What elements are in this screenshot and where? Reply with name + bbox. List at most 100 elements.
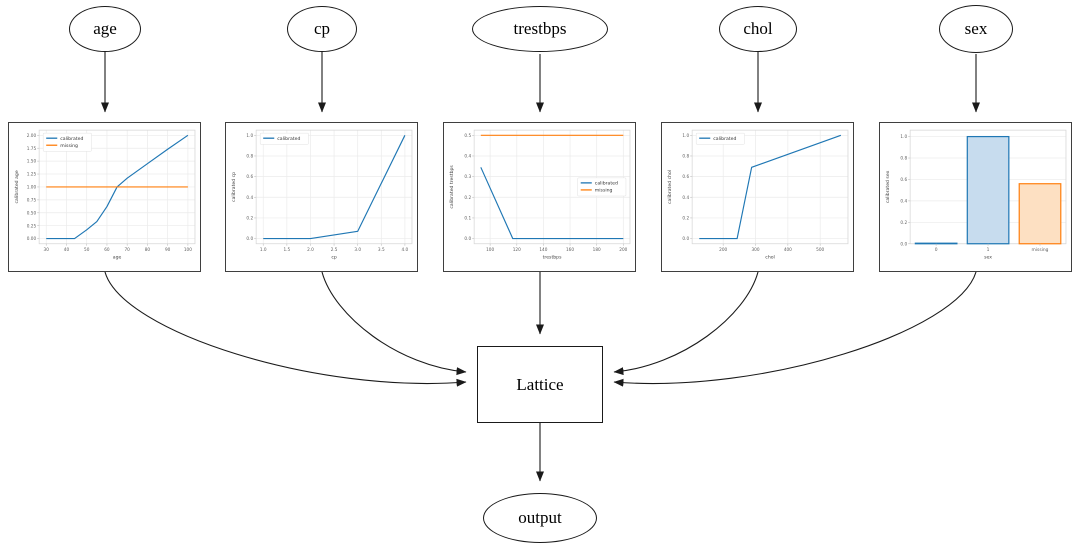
svg-text:missing: missing (595, 188, 613, 194)
svg-text:1.25: 1.25 (27, 172, 37, 177)
svg-text:30: 30 (44, 247, 50, 252)
svg-text:0.4: 0.4 (246, 195, 253, 200)
svg-text:500: 500 (816, 247, 824, 252)
svg-text:1.50: 1.50 (27, 159, 37, 164)
svg-text:0.2: 0.2 (246, 216, 253, 221)
svg-text:0.5: 0.5 (464, 133, 471, 138)
svg-text:0.4: 0.4 (682, 195, 689, 200)
node-trestbps-label: trestbps (513, 19, 567, 38)
svg-text:calibrated: calibrated (60, 136, 83, 142)
node-cp-label: cp (313, 19, 331, 38)
svg-text:0.6: 0.6 (246, 174, 253, 179)
svg-text:40: 40 (64, 247, 70, 252)
svg-text:200: 200 (619, 247, 627, 252)
svg-text:200: 200 (719, 247, 727, 252)
node-lattice: Lattice (477, 346, 603, 423)
svg-text:0.50: 0.50 (27, 210, 37, 215)
node-output-label: output (518, 508, 562, 527)
svg-text:0.4: 0.4 (900, 198, 907, 203)
svg-text:60: 60 (104, 247, 110, 252)
svg-text:70: 70 (124, 247, 130, 252)
svg-text:50: 50 (84, 247, 90, 252)
svg-text:0.2: 0.2 (464, 195, 471, 200)
svg-text:1.00: 1.00 (27, 185, 37, 190)
svg-text:calibrated: calibrated (277, 136, 300, 142)
svg-text:calibrated: calibrated (595, 180, 618, 186)
svg-text:calibrated cp: calibrated cp (231, 172, 237, 202)
svg-text:sex: sex (984, 255, 992, 260)
svg-text:1.0: 1.0 (682, 133, 689, 138)
svg-text:0.00: 0.00 (27, 236, 37, 241)
svg-text:trestbps: trestbps (543, 254, 562, 260)
svg-text:calibrated sex: calibrated sex (885, 170, 891, 203)
svg-text:2.5: 2.5 (331, 247, 338, 252)
svg-text:chol: chol (765, 254, 775, 260)
svg-text:0.3: 0.3 (464, 174, 471, 179)
svg-text:1.0: 1.0 (260, 247, 267, 252)
svg-text:0.2: 0.2 (682, 216, 689, 221)
svg-text:0.2: 0.2 (900, 220, 907, 225)
node-trestbps: trestbps (472, 6, 608, 52)
svg-text:400: 400 (784, 247, 792, 252)
svg-text:calibrated: calibrated (713, 136, 736, 142)
svg-text:3.5: 3.5 (378, 247, 385, 252)
svg-text:180: 180 (593, 247, 601, 252)
svg-text:calibrated age: calibrated age (14, 170, 20, 203)
svg-text:160: 160 (566, 247, 574, 252)
svg-text:100: 100 (486, 247, 494, 252)
node-sex: sex (939, 5, 1013, 53)
svg-text:calibrated chol: calibrated chol (667, 170, 673, 204)
svg-text:0.8: 0.8 (246, 154, 253, 159)
svg-text:1.75: 1.75 (27, 146, 37, 151)
calibrator-chart-cp: 1.0 1.5 2.0 2.5 3.0 3.5 4.0 0.0 0.2 0.4 0.6 0.8 1.0 c… (225, 122, 418, 272)
svg-text:0.6: 0.6 (900, 177, 907, 182)
svg-text:cp: cp (331, 255, 337, 260)
calibrator-chart-age: 30 40 50 60 70 80 90 100 0.00 0.25 0.50 0.75 1.00 1.2… (8, 122, 201, 272)
edge-sex-calibrator-to-lattice (613, 271, 977, 387)
svg-text:0: 0 (935, 247, 938, 253)
node-output: output (483, 493, 597, 543)
svg-text:300: 300 (751, 247, 759, 252)
svg-text:2.00: 2.00 (27, 133, 37, 138)
svg-text:80: 80 (145, 247, 151, 252)
node-age: age (69, 6, 141, 52)
svg-text:age: age (113, 255, 122, 260)
edge-age-calibrator-to-lattice (104, 271, 467, 387)
svg-text:100: 100 (184, 247, 192, 252)
svg-text:1: 1 (987, 247, 990, 253)
svg-text:0.75: 0.75 (27, 197, 37, 202)
svg-text:2.0: 2.0 (307, 247, 314, 252)
svg-text:0.1: 0.1 (464, 216, 471, 221)
edge-chol-calibrator-to-lattice (613, 271, 759, 376)
svg-text:0.4: 0.4 (464, 154, 471, 159)
svg-text:calibrated trestbps: calibrated trestbps (449, 165, 455, 209)
node-lattice-label: Lattice (516, 374, 564, 394)
node-age-label: age (93, 19, 117, 38)
svg-text:0.0: 0.0 (900, 241, 907, 246)
svg-text:0.8: 0.8 (682, 154, 689, 159)
svg-text:missing: missing (60, 143, 78, 149)
svg-text:90: 90 (165, 247, 171, 252)
svg-text:0.8: 0.8 (900, 156, 907, 161)
node-chol-label: chol (743, 19, 773, 38)
svg-text:140: 140 (539, 247, 547, 252)
svg-text:0.0: 0.0 (246, 236, 253, 241)
svg-text:1.5: 1.5 (283, 247, 290, 252)
svg-text:missing: missing (1032, 247, 1049, 253)
svg-text:1.0: 1.0 (900, 134, 907, 139)
svg-text:0.6: 0.6 (682, 174, 689, 179)
svg-text:3.0: 3.0 (354, 247, 361, 252)
edge-cp-calibrator-to-lattice (321, 271, 467, 376)
svg-text:4.0: 4.0 (402, 247, 409, 252)
calibrator-chart-sex: 0 1 missing 0.0 0.2 0.4 0.6 0.8 1.0 sex calibrated… (879, 122, 1072, 272)
svg-text:0.0: 0.0 (464, 236, 471, 241)
node-chol: chol (719, 6, 797, 52)
node-cp: cp (287, 6, 357, 52)
svg-text:0.25: 0.25 (27, 223, 37, 228)
node-sex-label: sex (964, 19, 988, 38)
svg-text:1.0: 1.0 (246, 133, 253, 138)
